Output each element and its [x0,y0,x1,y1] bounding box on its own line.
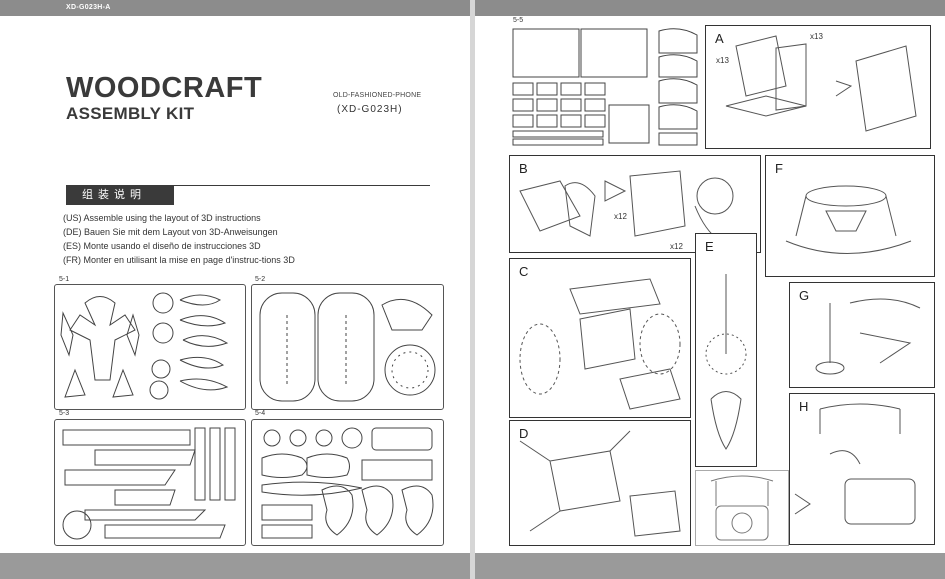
step-f-panel: F [765,155,935,277]
step-d-drawing [519,430,681,537]
step-f-drawing [785,185,912,254]
step-e-label: E [705,239,714,254]
final-assembly-image [695,470,789,546]
step-c-label: C [519,264,529,279]
section-divider [174,185,430,186]
step-e-drawing [705,274,747,450]
final-assembly-drawing [710,475,774,541]
panel-label-5-2: 5-2 [255,276,266,283]
bottom-band [0,553,470,579]
panel-label-5-1: 5-1 [59,276,70,283]
step-g-drawing [815,298,921,375]
parts-sheet-5-4-drawing [261,427,434,539]
parts-sheet-5-1 [54,284,246,410]
parts-sheet-5-1-drawing [60,292,229,400]
step-h-panel: H [789,393,935,545]
left-page: XD-G023H-A WOODCRAFT ASSEMBLY KIT OLD-FA… [0,0,470,579]
parts-sheet-5-5-drawing [512,28,698,146]
right-page: 5-5 A x13 x13 [475,0,945,579]
step-a-callout-top: x13 [810,32,823,41]
step-c-drawing [519,278,681,410]
step-h-label: H [799,399,809,414]
step-g-label: G [799,288,810,303]
instruction-us: (US) Assemble using the layout of 3D ins… [63,213,261,223]
parts-sheet-5-2-drawing [259,292,436,402]
step-a-panel: A x13 x13 [705,25,931,149]
product-code-tag: XD-G023H-A [66,4,111,11]
step-a-label: A [715,31,724,46]
step-a-drawing [725,35,917,132]
panel-label-5-3: 5-3 [59,410,70,417]
step-b-callout-bottom: x12 [670,242,683,251]
step-d-panel: D [509,420,691,546]
parts-sheet-5-4 [251,419,444,546]
step-b-callout-mid: x12 [614,212,627,221]
step-c-panel: C [509,258,691,418]
step-e-panel: E [695,233,757,467]
step-f-label: F [775,161,783,176]
sheet-label-5-5: 5-5 [513,17,524,24]
instruction-fr: (FR) Monter en utilisant la mise en page… [63,255,295,265]
model-name: OLD-FASHIONED-PHONE [333,92,422,99]
step-h-drawing [794,403,916,525]
top-band [0,0,470,16]
parts-sheet-5-3 [54,419,246,546]
top-band-right [475,0,945,16]
step-g-panel: G [789,282,935,388]
instruction-es: (ES) Monte usando el diseño de instrucci… [63,241,261,251]
title-woodcraft: WOODCRAFT [66,72,263,104]
step-a-callout-left: x13 [716,56,729,65]
step-b-label: B [519,161,528,176]
bottom-band-right [475,553,945,579]
section-title-bar: 组装说明 [66,185,174,205]
instruction-de: (DE) Bauen Sie mit dem Layout von 3D-Anw… [63,227,278,237]
title-assembly-kit: ASSEMBLY KIT [66,104,195,123]
parts-sheet-5-5 [509,25,705,149]
model-code: (XD-G023H) [337,104,403,115]
parts-sheet-5-3-drawing [62,427,236,540]
panel-label-5-4: 5-4 [255,410,266,417]
parts-sheet-5-2 [251,284,444,410]
step-d-label: D [519,426,529,441]
